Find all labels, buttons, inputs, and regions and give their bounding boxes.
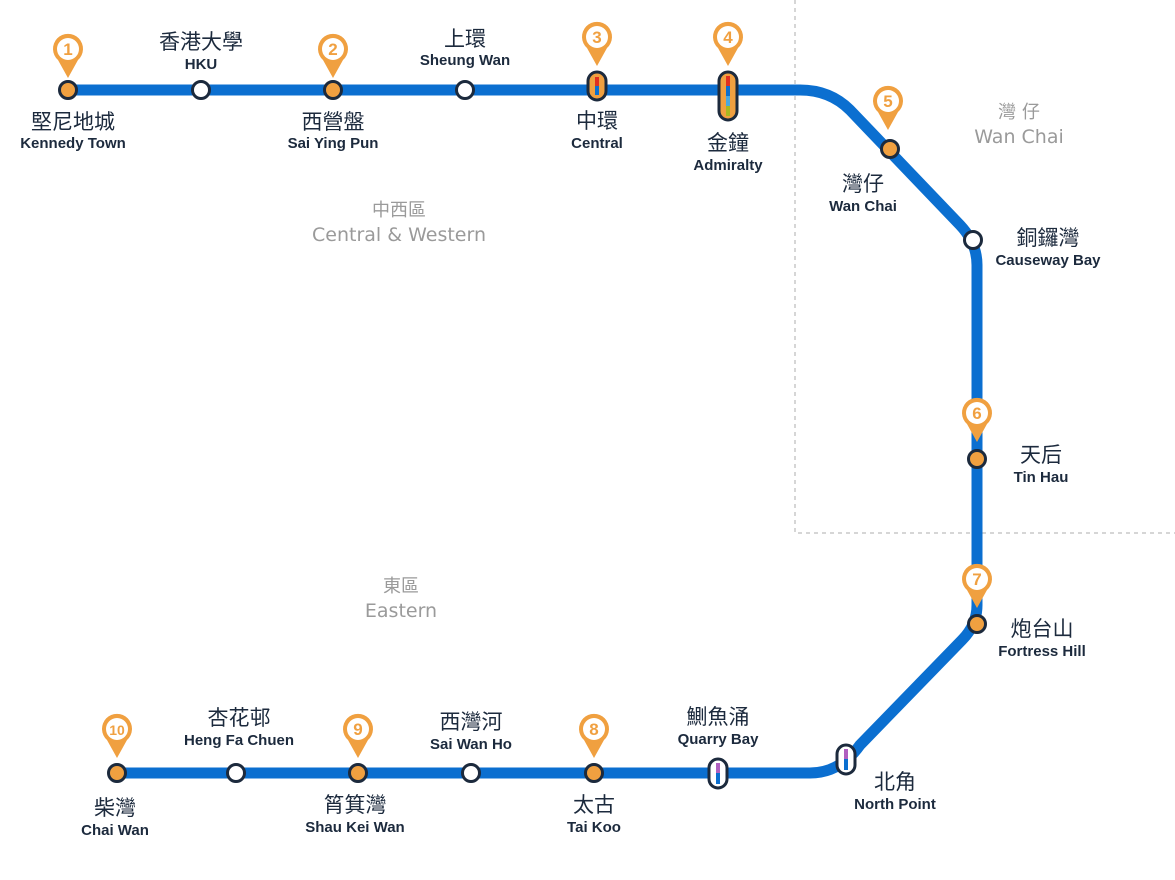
svg-text:Quarry Bay: Quarry Bay xyxy=(678,731,760,748)
station-sheung-wan[interactable]: 上環 Sheung Wan xyxy=(420,27,510,100)
station-central[interactable]: 3 中環 Central xyxy=(571,21,623,152)
svg-text:西營盤: 西營盤 xyxy=(302,110,365,134)
svg-text:香港大學: 香港大學 xyxy=(159,30,243,54)
svg-text:Shau Kei Wan: Shau Kei Wan xyxy=(305,819,404,836)
svg-text:Eastern: Eastern xyxy=(365,600,437,622)
station-sai-ying-pun[interactable]: 2 西營盤 Sai Ying Pun xyxy=(288,33,379,152)
svg-text:炮台山: 炮台山 xyxy=(1011,617,1074,641)
svg-text:Wan Chai: Wan Chai xyxy=(974,126,1064,148)
svg-text:7: 7 xyxy=(972,570,981,589)
svg-text:North Point: North Point xyxy=(854,796,936,813)
station-heng-fa-chuen[interactable]: 杏花邨 Heng Fa Chuen xyxy=(184,706,294,783)
svg-text:北角: 北角 xyxy=(874,770,916,794)
svg-text:上環: 上環 xyxy=(444,27,486,51)
svg-text:杏花邨: 杏花邨 xyxy=(208,706,271,730)
svg-text:太古: 太古 xyxy=(573,793,615,817)
svg-text:2: 2 xyxy=(328,40,337,59)
district-central-western: 中西區 Central & Western xyxy=(312,200,486,246)
svg-text:8: 8 xyxy=(589,720,598,739)
svg-text:西灣河: 西灣河 xyxy=(440,710,503,734)
svg-text:Causeway Bay: Causeway Bay xyxy=(995,252,1101,269)
station-shau-kei-wan[interactable]: 9 筲箕灣 Shau Kei Wan xyxy=(305,713,405,836)
station-quarry-bay[interactable]: 鰂魚涌 Quarry Bay xyxy=(678,705,760,790)
svg-text:1: 1 xyxy=(63,40,72,59)
station-fortress-hill[interactable]: 7 炮台山 Fortress Hill xyxy=(962,563,1086,660)
svg-text:Sai Wan Ho: Sai Wan Ho xyxy=(430,736,512,753)
svg-text:Sheung Wan: Sheung Wan xyxy=(420,52,510,69)
svg-text:10: 10 xyxy=(109,722,125,738)
svg-text:金鐘: 金鐘 xyxy=(707,131,749,155)
svg-text:鰂魚涌: 鰂魚涌 xyxy=(687,705,750,729)
svg-text:4: 4 xyxy=(723,28,733,47)
district-eastern: 東區 Eastern xyxy=(365,576,437,622)
svg-text:Tai Koo: Tai Koo xyxy=(567,819,621,836)
svg-text:Tin Hau: Tin Hau xyxy=(1014,469,1069,486)
svg-text:5: 5 xyxy=(883,92,892,111)
svg-text:6: 6 xyxy=(972,404,981,423)
svg-text:中西區: 中西區 xyxy=(372,200,426,221)
district-wan-chai: 灣 仔 Wan Chai xyxy=(974,102,1064,148)
station-tin-hau[interactable]: 6 天后 Tin Hau xyxy=(962,397,1069,486)
station-admiralty[interactable]: 4 金鐘 Admiralty xyxy=(693,21,763,174)
svg-text:灣仔: 灣仔 xyxy=(842,172,884,196)
svg-text:筲箕灣: 筲箕灣 xyxy=(324,793,387,817)
station-wan-chai[interactable]: 5 灣仔 Wan Chai xyxy=(829,85,903,215)
svg-text:中環: 中環 xyxy=(576,109,618,133)
svg-text:3: 3 xyxy=(592,28,601,47)
station-sai-wan-ho[interactable]: 西灣河 Sai Wan Ho xyxy=(430,710,512,783)
station-chai-wan[interactable]: 10 柴灣 Chai Wan xyxy=(81,713,149,839)
svg-text:Fortress Hill: Fortress Hill xyxy=(998,643,1086,660)
station-kennedy-town[interactable]: 1 堅尼地城 Kennedy Town xyxy=(20,33,126,152)
svg-text:銅鑼灣: 銅鑼灣 xyxy=(1017,226,1080,250)
station-north-point[interactable]: 北角 North Point xyxy=(835,743,936,813)
island-line-track xyxy=(68,84,983,779)
district-boundary xyxy=(794,0,1175,534)
svg-text:HKU: HKU xyxy=(185,56,218,73)
station-tai-koo[interactable]: 8 太古 Tai Koo xyxy=(567,713,621,836)
svg-text:Central: Central xyxy=(571,135,623,152)
svg-text:東區: 東區 xyxy=(383,576,419,597)
svg-text:9: 9 xyxy=(353,720,362,739)
station-causeway-bay[interactable]: 銅鑼灣 Causeway Bay xyxy=(963,226,1102,269)
svg-text:柴灣: 柴灣 xyxy=(94,796,136,820)
station-hku[interactable]: 香港大學 HKU xyxy=(159,30,243,100)
svg-text:Admiralty: Admiralty xyxy=(693,157,763,174)
svg-text:堅尼地城: 堅尼地城 xyxy=(31,110,115,134)
svg-text:Chai Wan: Chai Wan xyxy=(81,822,149,839)
svg-text:Sai Ying Pun: Sai Ying Pun xyxy=(288,135,379,152)
svg-text:Heng Fa Chuen: Heng Fa Chuen xyxy=(184,732,294,749)
svg-text:Wan Chai: Wan Chai xyxy=(829,198,897,215)
svg-text:天后: 天后 xyxy=(1020,443,1062,467)
svg-text:Central & Western: Central & Western xyxy=(312,224,486,246)
svg-text:灣 仔: 灣 仔 xyxy=(998,102,1040,123)
svg-text:Kennedy Town: Kennedy Town xyxy=(20,135,126,152)
